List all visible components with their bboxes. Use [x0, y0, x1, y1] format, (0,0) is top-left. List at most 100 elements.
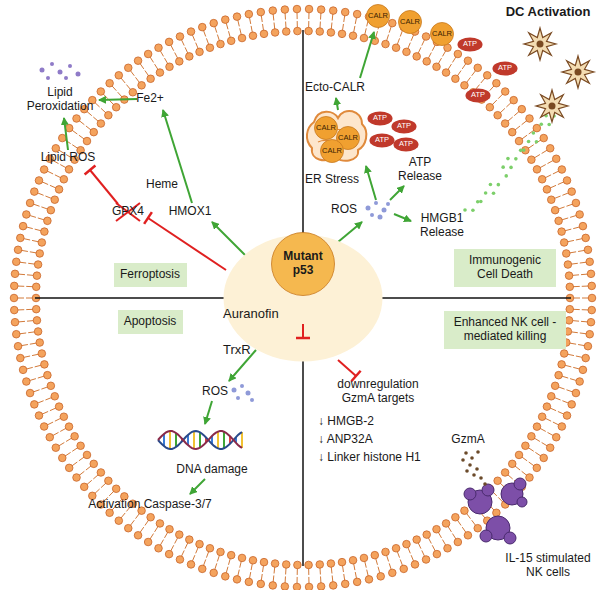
- ros-dots: [386, 202, 390, 206]
- cell-membrane: [528, 433, 536, 441]
- pictograms: [562, 56, 594, 88]
- cell-membrane: [533, 464, 541, 472]
- lipid-dots: [68, 64, 72, 68]
- shape-outline: [272, 233, 335, 296]
- cell-membrane: [73, 474, 81, 482]
- cell-membrane: [546, 144, 554, 152]
- cell-membrane: [403, 48, 411, 56]
- nk-cells: [464, 488, 476, 500]
- cell-membrane: [44, 217, 52, 225]
- cell-membrane: [584, 246, 592, 254]
- pathway-label: Lipid ROS: [41, 151, 96, 165]
- cell-membrane: [115, 72, 123, 80]
- cell-membrane: [155, 44, 163, 52]
- pathway-label: Activation Caspase-3/7: [88, 498, 211, 512]
- cell-membrane: [547, 196, 555, 204]
- cell-membrane: [23, 378, 31, 386]
- node-text: ATP: [463, 40, 477, 49]
- cell-membrane: [508, 128, 516, 136]
- shape-outline: [392, 119, 417, 133]
- cell-membrane: [572, 389, 580, 397]
- pictograms: [476, 200, 480, 204]
- cell-membrane: [30, 188, 38, 196]
- cell-membrane: [221, 573, 229, 581]
- cell-membrane: [186, 53, 194, 61]
- lipid-dots: [58, 70, 63, 75]
- cell-membrane: [44, 371, 52, 379]
- drug-target-ellipse: AuranofinTrxRMutant p53: [223, 234, 383, 362]
- cell-membrane: [77, 442, 85, 450]
- cell-membrane: [568, 401, 576, 409]
- cell-membrane: [501, 120, 509, 128]
- cell-membrane: [464, 57, 472, 65]
- cell-membrane: [547, 392, 555, 400]
- pictograms: [536, 90, 568, 122]
- cell-membrane: [129, 88, 137, 96]
- shape-outline: [431, 23, 454, 46]
- cell-membrane: [41, 361, 49, 369]
- cell-membrane: [144, 538, 152, 546]
- pictograms: [158, 431, 242, 449]
- pathway-label: ROS: [331, 203, 357, 217]
- cell-membrane: [317, 6, 325, 14]
- cell-membrane: [454, 538, 462, 546]
- cell-membrane: [493, 79, 501, 87]
- cell-membrane: [538, 175, 546, 183]
- cell-membrane: [282, 561, 290, 569]
- pictograms: [539, 122, 543, 126]
- cell-membrane: [526, 474, 534, 482]
- cell-membrane: [579, 366, 587, 374]
- cell-membrane: [245, 578, 253, 586]
- node-text: ATP: [471, 91, 485, 100]
- pictograms: [223, 432, 225, 449]
- cell-membrane: [156, 520, 164, 528]
- cell-membrane: [579, 222, 587, 230]
- node-text: CALR: [322, 147, 342, 156]
- cell-membrane: [115, 517, 123, 525]
- cell-membrane: [19, 222, 27, 230]
- cell-membrane: [281, 6, 289, 14]
- pictograms: [463, 208, 467, 212]
- cell-membrane: [155, 544, 163, 552]
- cell-membrane: [293, 5, 301, 13]
- pathway-arrows: [90, 170, 118, 204]
- cell-membrane: [327, 560, 335, 568]
- pictograms: [501, 165, 505, 169]
- cell-membrane: [221, 16, 229, 24]
- cell-membrane: [187, 561, 195, 569]
- cell-membrane: [35, 412, 43, 420]
- cell-membrane: [365, 576, 373, 584]
- cell-membrane: [305, 561, 313, 569]
- calr-protein: CALR: [398, 10, 422, 34]
- shape-outline: [224, 235, 383, 362]
- pathway-arrows: [360, 32, 374, 78]
- cell-membrane: [461, 82, 469, 90]
- cell-membrane: [474, 524, 482, 532]
- lipid-dots: [50, 62, 54, 66]
- cell-membrane: [156, 69, 164, 77]
- cell-membrane: [515, 451, 523, 459]
- cell-membrane: [563, 412, 571, 420]
- pictograms: [522, 148, 526, 152]
- cell-membrane: [486, 103, 494, 111]
- cell-membrane: [338, 558, 346, 566]
- pictograms: [497, 183, 501, 187]
- pathway-label: HMGB1 Release: [413, 212, 471, 240]
- cell-membrane: [11, 318, 19, 326]
- cell-membrane: [73, 115, 81, 123]
- pictograms: [524, 28, 556, 60]
- cell-membrane: [271, 29, 279, 37]
- cell-membrane: [36, 250, 44, 258]
- cell-membrane: [294, 561, 302, 569]
- pictograms: [509, 166, 513, 170]
- pathway-arrows: [366, 166, 376, 200]
- cell-membrane: [26, 199, 34, 207]
- cell-membrane: [452, 75, 460, 83]
- cell-membrane: [587, 318, 595, 326]
- pictograms: [527, 140, 531, 144]
- cell-membrane: [461, 507, 469, 515]
- cell-membrane: [494, 111, 502, 119]
- shape-outline: [302, 324, 304, 338]
- cell-membrane: [552, 433, 560, 441]
